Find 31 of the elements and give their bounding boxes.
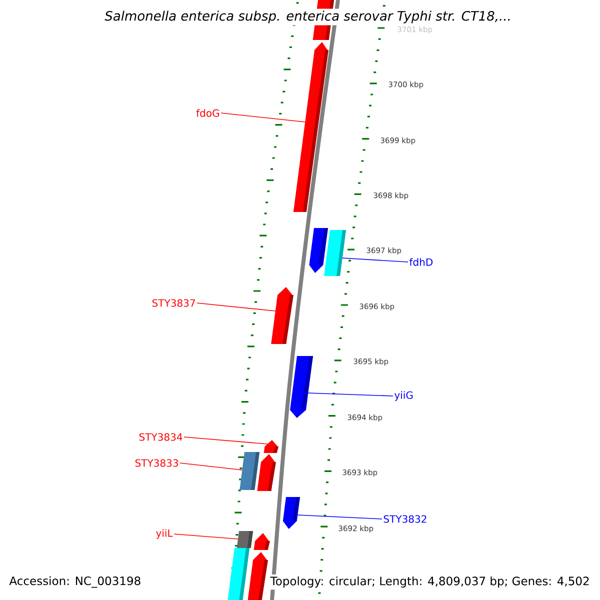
gene-feature: [264, 440, 278, 453]
gene-feature: [293, 42, 328, 212]
gene-label: STY3834: [139, 433, 182, 441]
gene-label: yiiG: [394, 391, 413, 401]
gene-block: [228, 548, 250, 600]
gene-feature: [290, 356, 313, 418]
gene-block: [236, 531, 253, 548]
leader-line: [180, 462, 243, 470]
gene-feature: [248, 552, 268, 600]
gene-feature: [309, 228, 328, 273]
gene-feature: [271, 287, 294, 344]
leader-line: [297, 514, 382, 520]
gene-block: [240, 452, 260, 490]
gene-label: fdhD: [409, 258, 433, 266]
leader-line: [308, 392, 394, 396]
gene-label: yiiL: [156, 529, 173, 539]
gene-block: [324, 230, 346, 276]
gene-feature: [254, 533, 270, 550]
gene-feature: [282, 497, 300, 529]
gene-label: STY3837: [152, 299, 195, 307]
leader-line: [342, 258, 408, 262]
leader-line: [220, 112, 306, 122]
gene-label: STY3832: [384, 515, 426, 523]
leader-line: [184, 436, 268, 444]
genome-info-label: Topology: circular; Length: 4,809,037 bp; Genes: 4,502: [268, 574, 592, 590]
leader-line: [196, 302, 276, 312]
title: Salmonella enterica subsp. enterica serovar Typhi str. CT18,...: [102, 8, 514, 26]
leader-line: [174, 534, 238, 540]
gene-label: STY3833: [135, 459, 178, 467]
gene-label: fdoG: [196, 109, 219, 117]
accession-label: Accession: NC_003198: [9, 576, 140, 588]
